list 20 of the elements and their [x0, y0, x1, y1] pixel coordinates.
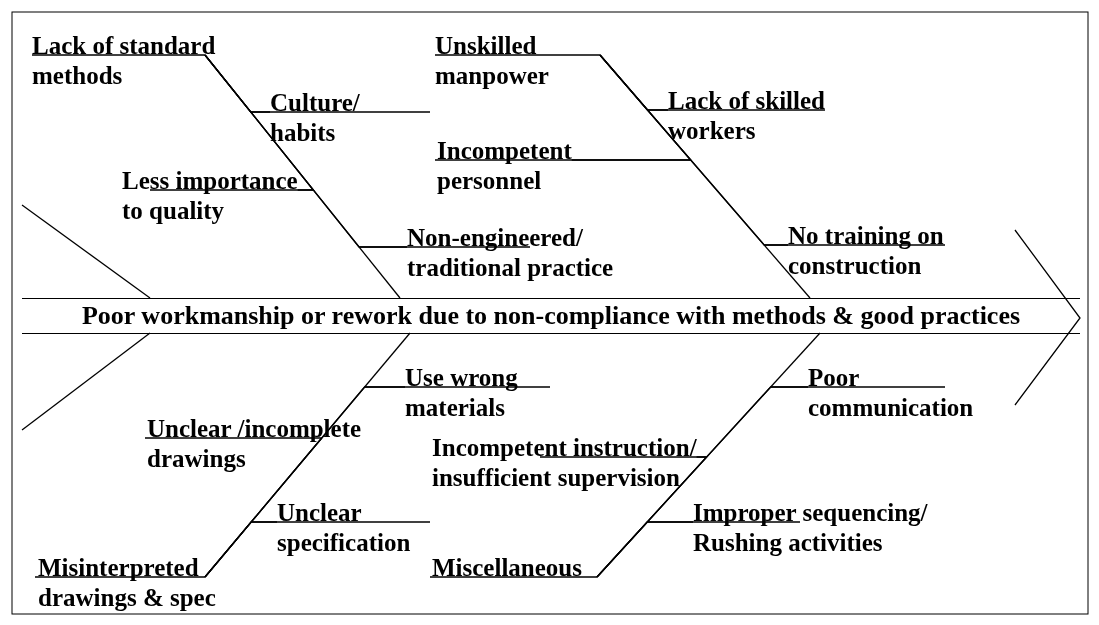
cause-label: Unskilled manpower — [435, 31, 565, 91]
branch-line — [204, 54, 408, 248]
sub-cause-label: Unclear specification — [277, 498, 427, 558]
sub-cause-label: No training on construction — [788, 221, 963, 281]
sub-cause-label: Use wrong materials — [405, 363, 540, 423]
sub-cause-label: Non-engineered/ traditional practice — [407, 223, 637, 283]
cause-label: Miscellaneous — [432, 553, 612, 583]
sub-cause-label: Improper sequencing/ Rushing activities — [693, 498, 953, 558]
branch-line — [599, 54, 789, 246]
sub-cause-label: Incompetent personnel — [437, 136, 597, 196]
cause-label: Misinterpreted drawings & spec — [38, 553, 238, 613]
cause-label: Lack of standard methods — [32, 31, 237, 91]
sub-cause-label: Lack of skilled workers — [668, 86, 843, 146]
branch-line — [204, 521, 278, 578]
sub-cause-label: Incompetent instruction/ insufficient supervision — [432, 433, 717, 493]
sub-cause-label: Poor communication — [808, 363, 993, 423]
branch-line — [596, 521, 694, 578]
effect-band: Poor workmanship or rework due to non-compliance with methods & good practices — [22, 298, 1080, 334]
sub-cause-label: Culture/ habits — [270, 88, 380, 148]
sub-cause-label: Less importance to quality — [122, 166, 322, 226]
